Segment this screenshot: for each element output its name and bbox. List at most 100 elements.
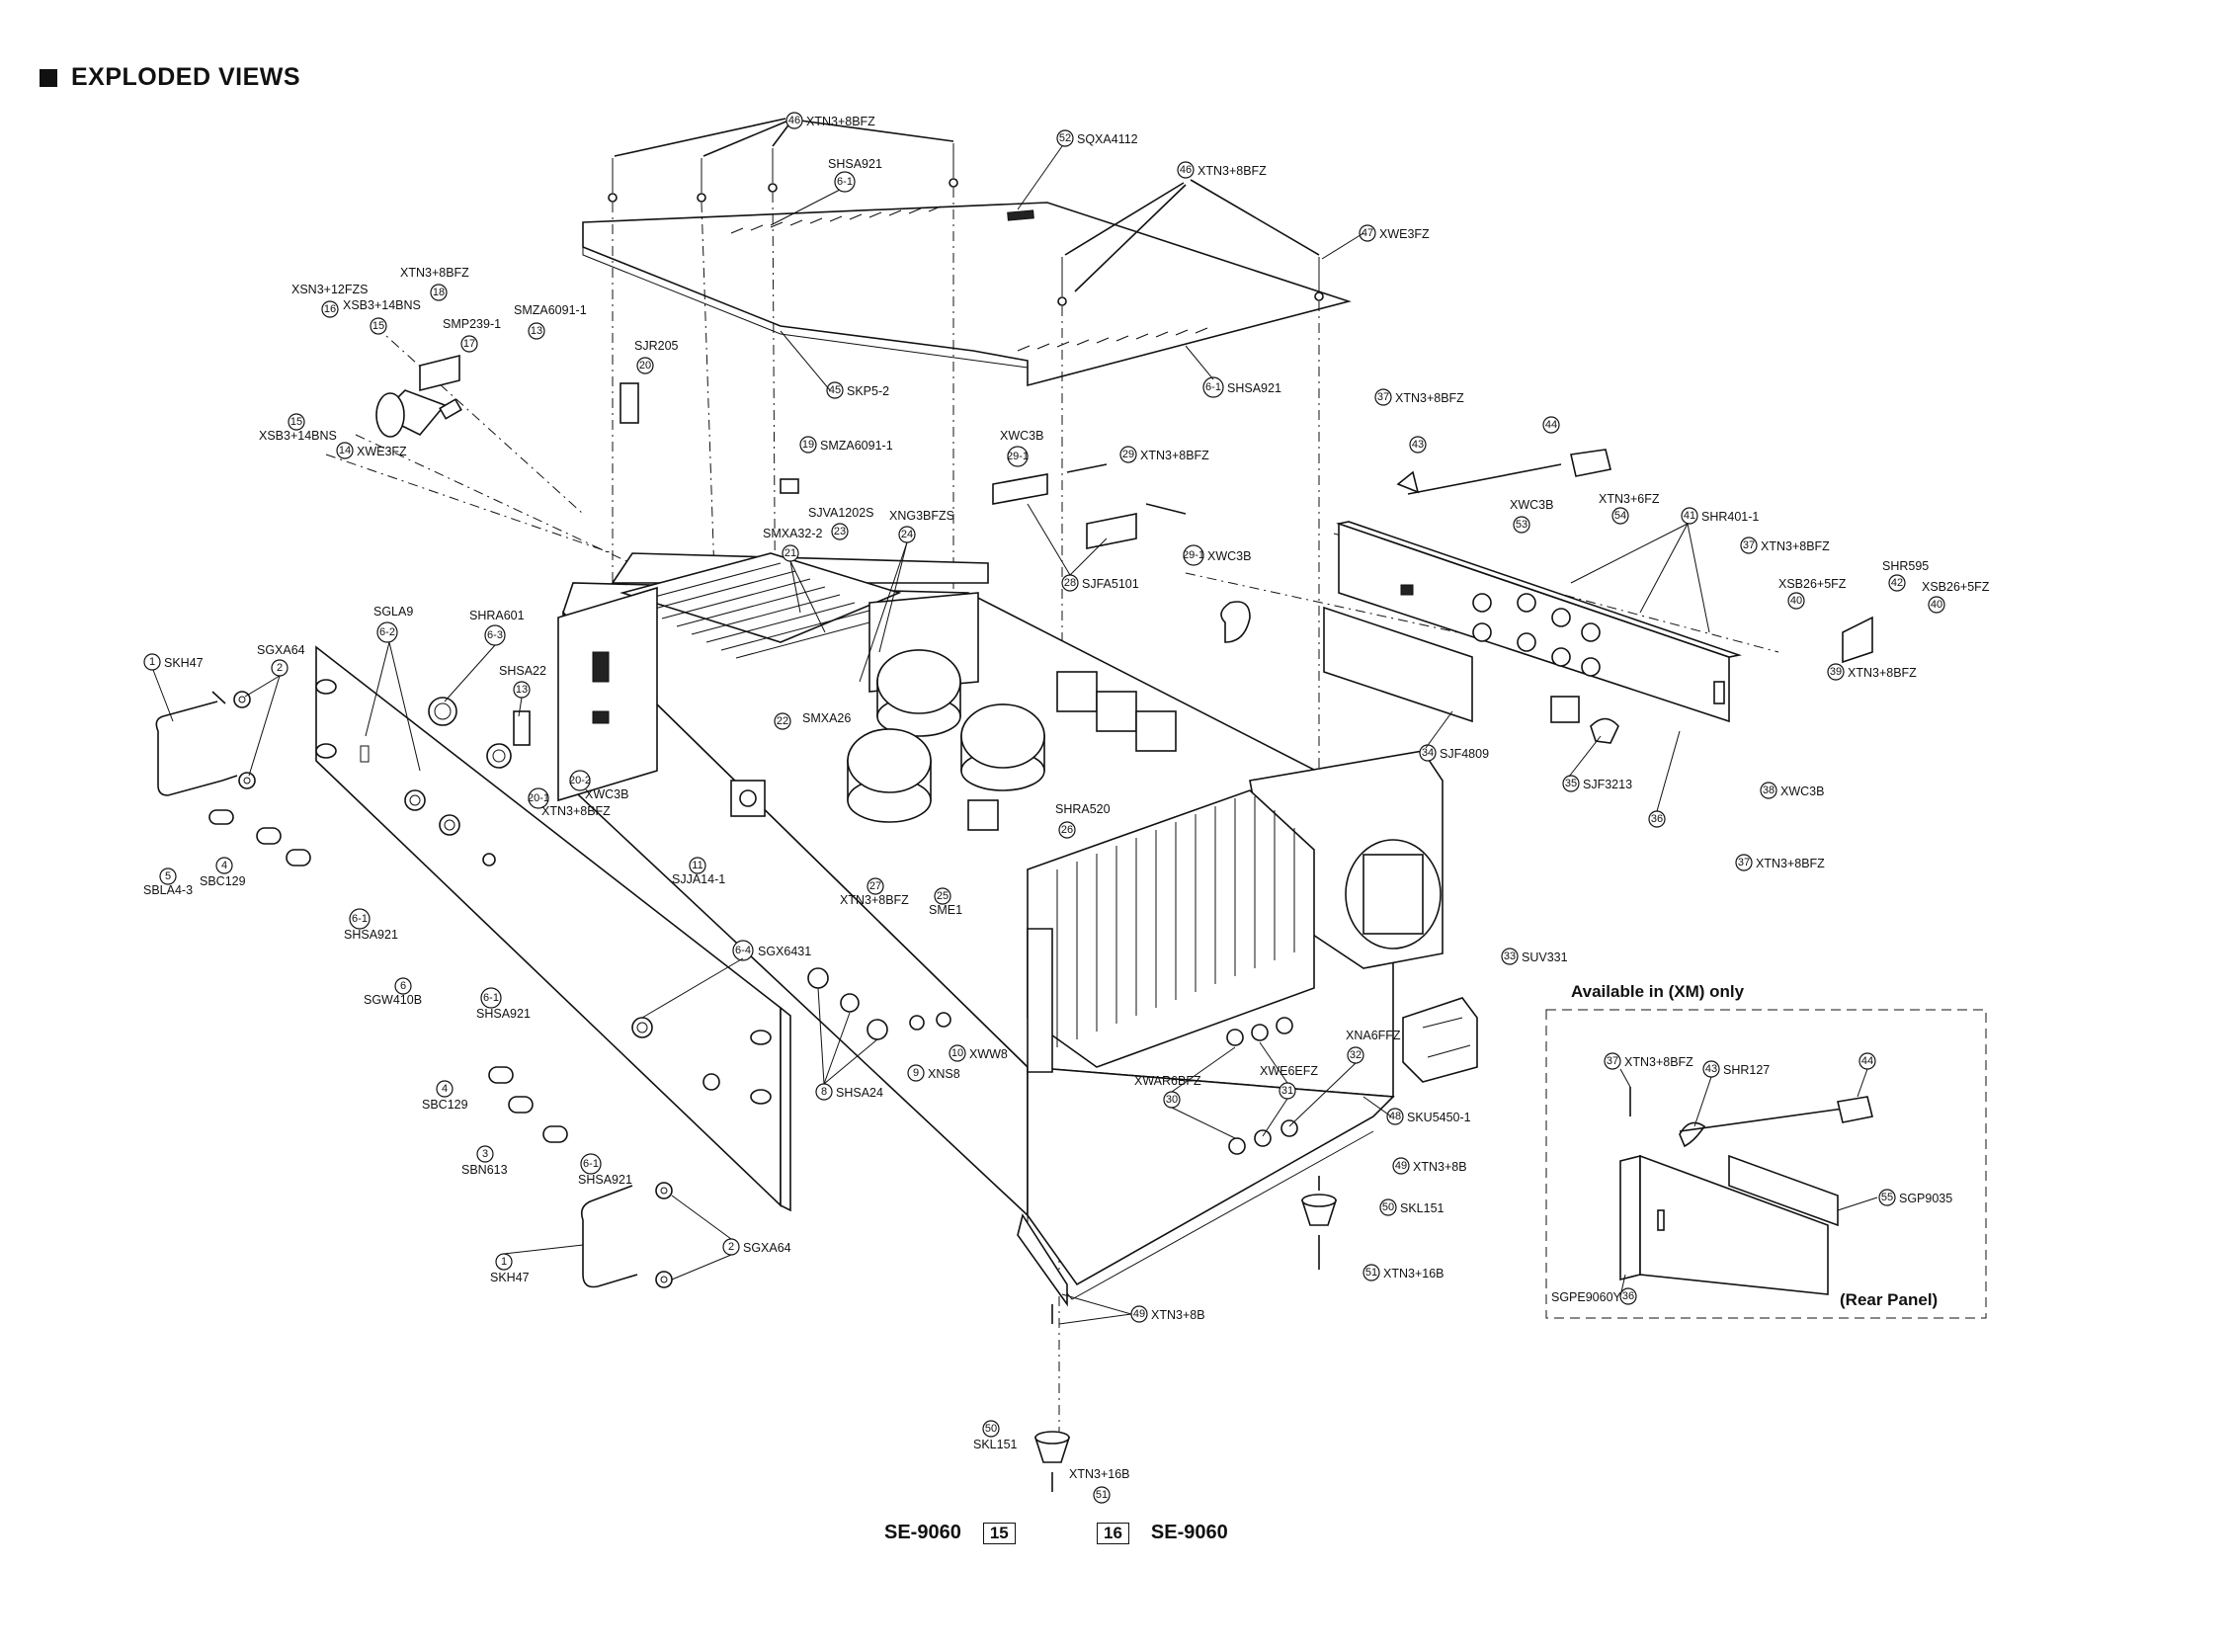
callout-num: 36	[1622, 1290, 1634, 1302]
callout-num: 6-4	[735, 945, 751, 956]
callout-num: 20-2	[569, 775, 591, 786]
callout-part: SHSA921	[476, 1007, 531, 1021]
callout-num: 6	[400, 980, 406, 992]
handle-left	[155, 691, 256, 796]
callout-part: SGXA64	[743, 1241, 791, 1255]
callout: SMZA6091-113	[514, 303, 587, 340]
callout-num: 46	[788, 115, 800, 126]
page-title: EXPLODED VIEWS	[71, 63, 301, 91]
inset-title: Available in (XM) only	[1571, 982, 1745, 1001]
callout-part: XTN3+8BFZ	[1624, 1055, 1693, 1069]
callout-num: 29-1	[1007, 451, 1029, 462]
callout-part: SHRA520	[1055, 802, 1111, 816]
callout-part: XWC3B	[1780, 785, 1824, 798]
callout-num: 28	[1064, 577, 1076, 589]
heatsink-upper	[619, 552, 902, 659]
handle-bottom	[580, 1182, 673, 1288]
callout-num: 45	[829, 384, 841, 396]
callout-part: SGLA9	[373, 605, 413, 619]
callout-part: XTN3+16B	[1383, 1267, 1445, 1280]
callout-num: 31	[1281, 1085, 1293, 1097]
callout-part: XWE6EFZ	[1260, 1064, 1318, 1078]
model-label: SE-9060	[1150, 1522, 1228, 1543]
callout-num: 35	[1565, 778, 1577, 789]
front-panel	[315, 645, 791, 1212]
callout-part: SBLA4-3	[143, 883, 193, 897]
callout-part: SGPE9060Y	[1551, 1290, 1622, 1304]
callout-part: XWC3B	[1510, 498, 1553, 512]
callout-part: SJJA14-1	[672, 872, 725, 886]
callout-num: 22	[777, 715, 788, 727]
callout-part: SHR401-1	[1701, 510, 1759, 524]
callout-part: XTN3+8B	[1413, 1160, 1467, 1174]
callout-num: 8	[821, 1086, 827, 1098]
page-number: 16	[1097, 1522, 1129, 1544]
callout-num: 23	[834, 526, 846, 537]
callout-num: 13	[516, 684, 528, 696]
callout-part: SJFA5101	[1082, 577, 1139, 591]
callout-part: SUV331	[1522, 950, 1568, 964]
callout-num: 29	[1122, 449, 1134, 460]
callout-num: 42	[1891, 577, 1903, 589]
callout-num: 46	[1180, 164, 1192, 176]
callout-num: 6-1	[1205, 381, 1221, 393]
callout-part: SJR205	[634, 339, 679, 353]
callout-num: 4	[221, 860, 227, 871]
callout-part: SHSA24	[836, 1086, 883, 1100]
callout-part: XNS8	[928, 1067, 960, 1081]
callout-part: SMXA26	[802, 711, 851, 725]
callout-num: 50	[1382, 1201, 1394, 1213]
bullet-square-icon	[40, 68, 57, 87]
callout-part: SJF3213	[1583, 778, 1632, 791]
callout-num: 14	[339, 445, 351, 456]
inset-footer: (Rear Panel)	[1840, 1290, 1939, 1309]
callout-num: 13	[531, 325, 542, 337]
callout: SHR595 42	[1882, 559, 1929, 592]
callout-part: XTN3+8BFZ	[400, 266, 469, 280]
callout-num: 1	[501, 1256, 507, 1268]
callout-part: SHR595	[1882, 559, 1929, 573]
callout-num: 44	[1861, 1055, 1873, 1067]
callout-part: SHSA921	[344, 928, 398, 942]
knobs	[208, 697, 1298, 1155]
callout-num: 37	[1743, 539, 1755, 551]
callout: 22 SMXA26	[774, 711, 851, 730]
callout-num: 27	[869, 880, 881, 892]
callout-num: 6-1	[352, 913, 368, 925]
callout-part: XTN3+8B	[1151, 1308, 1205, 1322]
callout-num: 2	[728, 1241, 734, 1253]
callout-part: XTN3+8BFZ	[1197, 164, 1267, 178]
callout-num: 37	[1377, 391, 1389, 403]
callout-part: SJF4809	[1440, 747, 1489, 761]
relays	[967, 671, 1177, 831]
callout-part: SJVA1202S	[808, 506, 873, 520]
callout-num: 6-1	[837, 176, 853, 188]
callout: 2 SGXA64	[722, 1238, 791, 1256]
callout-num: 51	[1096, 1489, 1108, 1501]
callout: SMP239-117	[443, 317, 501, 353]
